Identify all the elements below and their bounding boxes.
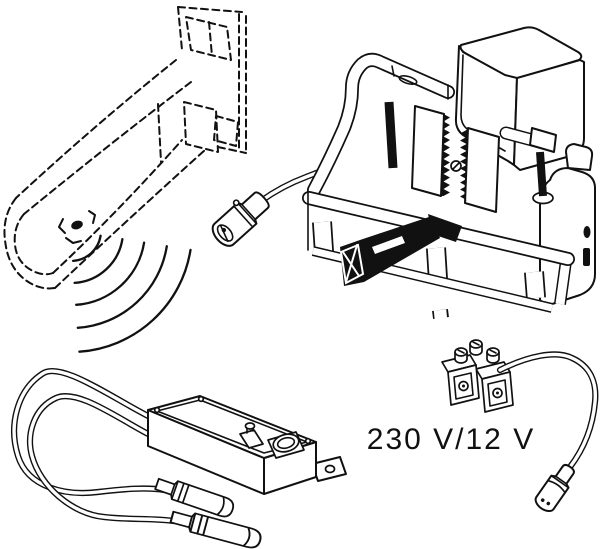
radio-push-button bbox=[58, 210, 96, 244]
program-button bbox=[239, 422, 264, 449]
right-clamp bbox=[499, 126, 557, 205]
terminal-screws bbox=[454, 339, 500, 364]
side-latch bbox=[583, 248, 590, 266]
power-cable bbox=[496, 351, 599, 471]
control-box bbox=[147, 395, 347, 495]
jack-connector-upper bbox=[153, 474, 237, 520]
gear-racks bbox=[411, 105, 500, 213]
side-body bbox=[539, 143, 596, 307]
sensor-plug bbox=[211, 191, 270, 247]
unit-connector-plug bbox=[339, 214, 462, 286]
adjustment-knob bbox=[267, 431, 305, 459]
power-connector bbox=[534, 463, 575, 513]
left-bracket bbox=[307, 52, 455, 197]
voltage-label: 230 V/12 V bbox=[367, 423, 535, 456]
radio-signal-waves bbox=[71, 234, 192, 353]
servo-flush-unit bbox=[302, 26, 596, 321]
cable-loop bbox=[11, 367, 178, 525]
support-rail-phantom bbox=[3, 6, 247, 290]
power-terminal-block bbox=[441, 339, 514, 413]
side-hole bbox=[583, 226, 591, 238]
